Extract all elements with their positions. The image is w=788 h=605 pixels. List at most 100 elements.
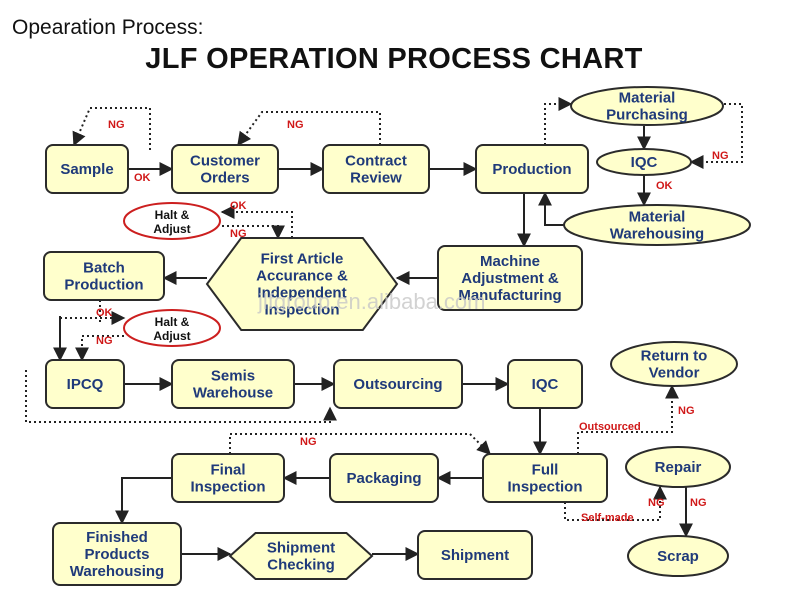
node-production: Production	[475, 144, 589, 194]
node-text-halt-adjust-2: Adjust	[153, 329, 190, 343]
node-text-final-inspection: Final	[210, 462, 245, 479]
node-halt-adjust-2: Halt &Adjust	[123, 309, 221, 347]
node-text-material-purchasing: Material	[619, 90, 676, 107]
node-text-shipment: Shipment	[441, 547, 509, 564]
node-shipment: Shipment	[417, 530, 533, 580]
watermark-text: jlfgroup.en.alibaba.com	[257, 289, 485, 314]
connector-5	[544, 97, 573, 145]
node-ipcq: IPCQ	[45, 359, 125, 409]
edge-label-ng: NG	[96, 335, 113, 347]
node-scrap: Scrap	[627, 535, 729, 577]
node-text-iqc-top: IQC	[631, 154, 658, 171]
edge-label-ng: NG	[108, 119, 125, 131]
node-packaging: Packaging	[329, 453, 439, 503]
node-text-material-warehousing: Warehousing	[610, 226, 704, 243]
node-repair: Repair	[625, 446, 731, 488]
node-iqc-top: IQC	[596, 148, 692, 176]
node-text-machine-adjustment: Adjustment &	[461, 270, 559, 287]
node-text-return-to-vendor: Vendor	[649, 365, 700, 382]
node-text-full-inspection: Full	[532, 462, 559, 479]
node-text-sample: Sample	[60, 161, 113, 178]
node-text-repair: Repair	[655, 459, 702, 476]
node-text-customer-orders: Orders	[200, 170, 249, 187]
node-text-semis-warehouse: Semis	[211, 368, 255, 385]
connector-18	[75, 335, 124, 362]
connector-31	[564, 485, 667, 521]
node-text-shipment-checking: Shipment	[267, 540, 335, 557]
node-text-finished-products: Products	[84, 546, 149, 563]
node-text-production: Production	[492, 161, 571, 178]
edge-label-ng: NG	[690, 497, 707, 509]
connector-6	[689, 103, 743, 169]
edge-label-ng: NG	[287, 119, 304, 131]
connector-25	[577, 384, 679, 454]
connector-3	[72, 107, 151, 150]
edge-label-ng: NG	[712, 150, 729, 162]
node-text-finished-products: Finished	[86, 529, 148, 546]
node-text-outsourcing: Outsourcing	[353, 376, 442, 393]
node-text-machine-adjustment: Machine	[480, 253, 540, 270]
node-text-halt-adjust-1: Halt &	[155, 208, 190, 222]
node-text-material-purchasing: Purchasing	[606, 107, 688, 124]
node-text-batch-production: Production	[64, 277, 143, 294]
connector-28	[115, 477, 172, 525]
node-text-machine-adjustment: Manufacturing	[458, 287, 561, 304]
edge-label-ok: OK	[96, 307, 113, 319]
node-text-customer-orders: Customer	[190, 153, 260, 170]
edge-label-ok: OK	[230, 200, 247, 212]
chart-title: JLF OPERATION PROCESS CHART	[145, 43, 643, 75]
node-text-scrap: Scrap	[657, 548, 699, 565]
connector-22	[25, 370, 337, 423]
edge-label-outsourced: Outsourced	[579, 421, 641, 433]
connector-13	[220, 205, 293, 238]
connector-14	[222, 225, 285, 240]
node-text-first-article: First Article	[261, 251, 344, 268]
node-halt-adjust-1: Halt &Adjust	[123, 202, 221, 240]
edge-label-ng: NG	[678, 405, 695, 417]
node-text-ipcq: IPCQ	[67, 376, 104, 393]
node-text-packaging: Packaging	[346, 470, 421, 487]
header-label: Opearation Process:	[12, 16, 204, 39]
connector-9	[538, 191, 564, 226]
node-text-full-inspection: Inspection	[507, 479, 582, 496]
edge-label-self-made: Self-made	[581, 512, 634, 524]
node-text-semis-warehouse: Warehouse	[193, 385, 273, 402]
connector-24	[229, 433, 491, 455]
node-text-first-article: Accurance &	[256, 268, 348, 285]
node-text-iqc-mid: IQC	[532, 376, 559, 393]
connector-4	[237, 111, 381, 147]
node-text-halt-adjust-1: Adjust	[153, 222, 190, 236]
node-text-first-article: Independent	[257, 285, 346, 302]
edge-label-ng: NG	[648, 497, 665, 509]
node-text-contract-review: Contract	[345, 153, 407, 170]
node-text-shipment-checking: Checking	[267, 557, 335, 574]
edge-label-ok: OK	[134, 172, 151, 184]
node-text-contract-review: Review	[350, 170, 402, 187]
node-sample: Sample	[45, 144, 129, 194]
node-text-material-warehousing: Material	[629, 209, 686, 226]
edge-label-ok: OK	[656, 180, 673, 192]
node-outsourcing: Outsourcing	[333, 359, 463, 409]
edge-label-ng: NG	[300, 436, 317, 448]
edge-label-ng: NG	[230, 228, 247, 240]
node-text-batch-production: Batch	[83, 260, 125, 277]
node-text-finished-products: Warehousing	[70, 563, 164, 580]
node-iqc-mid: IQC	[507, 359, 583, 409]
node-text-first-article: Inspection	[264, 302, 339, 319]
node-text-final-inspection: Inspection	[190, 479, 265, 496]
node-text-return-to-vendor: Return to	[641, 348, 708, 365]
